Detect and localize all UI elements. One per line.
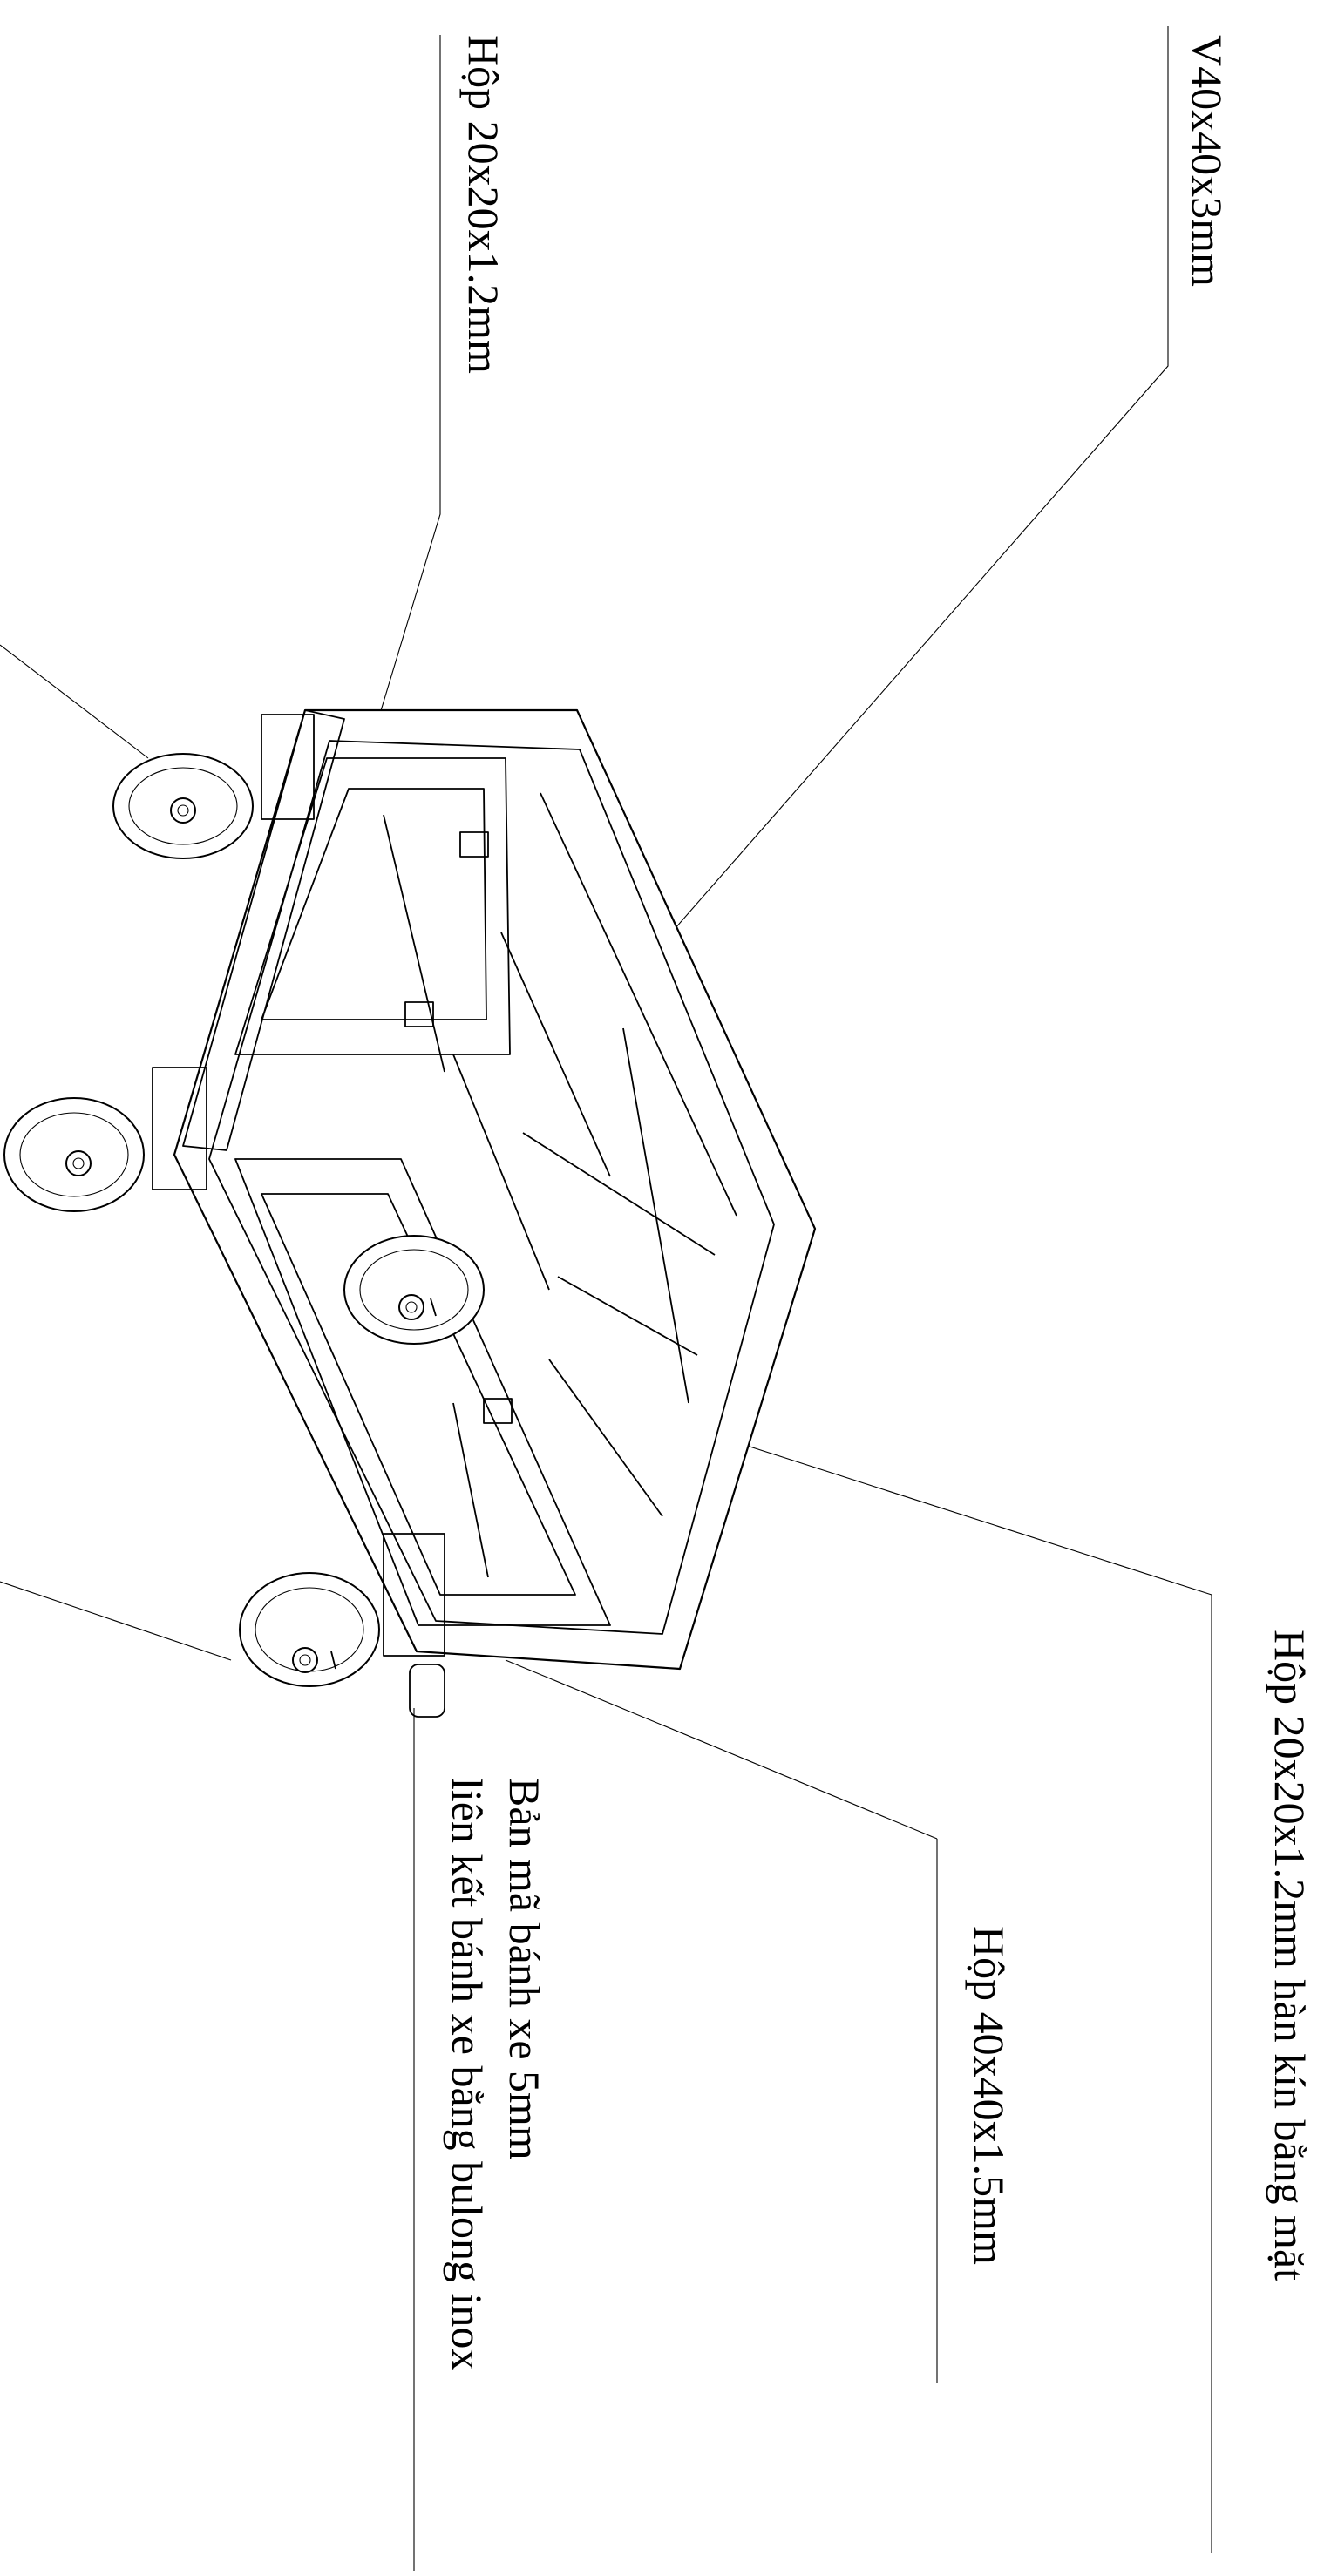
cross-5	[557, 1276, 698, 1356]
leader-box-top	[357, 35, 441, 790]
caster-wheel-3	[343, 1235, 485, 1345]
gusset-3	[483, 1398, 513, 1424]
label-box-40: Hộp 40x40x1.5mm	[965, 1926, 1014, 2265]
caster-wheel-2	[3, 1067, 207, 1212]
gusset-2	[404, 1001, 434, 1027]
label-v-angle: V40x40x3mm	[1183, 35, 1232, 287]
label-box-top: Hộp 20x20x1.2mm	[459, 35, 508, 374]
leader-wheel-left-top	[0, 644, 149, 759]
label-plate-line1: Bản mã bánh xe 5mm	[500, 1778, 549, 2160]
side-panel-top-inner	[261, 788, 487, 1020]
cross-2	[500, 932, 611, 1177]
cross-9	[452, 1402, 489, 1578]
label-box-bottom-weld: Hộp 20x20x1.2mm hàn kín bằng mặt	[1266, 1630, 1314, 2281]
cart-frame	[173, 708, 817, 1671]
label-plate: Bản mã bánh xe 5mm liên kết bánh xe bằng…	[438, 1778, 553, 2370]
cross-3	[452, 1054, 550, 1291]
leader-box-40-diag	[505, 1659, 938, 1840]
cross-8	[383, 814, 445, 1073]
cross-4	[522, 1132, 716, 1256]
caster-wheel-1	[112, 714, 315, 859]
label-plate-line2: liên kết bánh xe bằng bulong inox	[443, 1778, 492, 2371]
cross-7	[548, 1359, 663, 1517]
side-panel-bottom	[234, 1158, 611, 1626]
gusset-1	[459, 831, 489, 858]
leader-wheel-left-bottom	[0, 1581, 232, 1661]
caster-wheel-4	[239, 1533, 445, 1718]
deck-inner	[208, 740, 775, 1635]
cross-1	[540, 792, 737, 1217]
side-panel-bottom-inner	[261, 1193, 576, 1596]
side-frame-a	[182, 709, 345, 1151]
cross-6	[622, 1027, 689, 1404]
leader-v40	[662, 26, 1169, 944]
deck-outer	[173, 708, 817, 1671]
side-panel-top	[234, 757, 511, 1055]
